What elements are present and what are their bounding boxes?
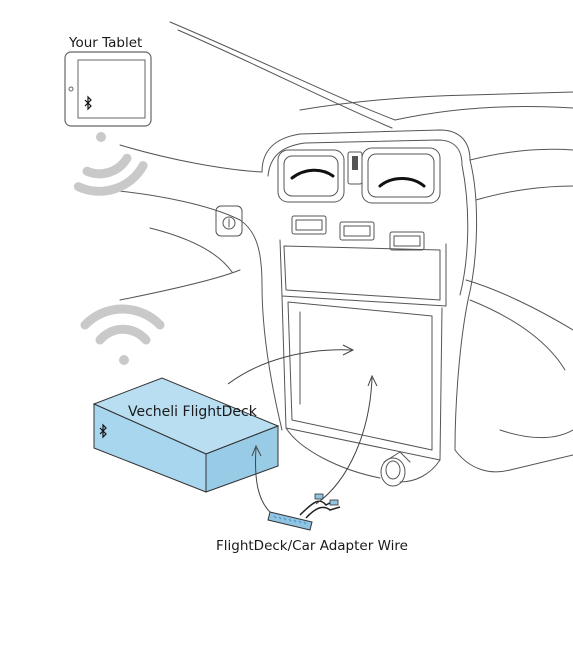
- connection-arrows: [227, 344, 378, 513]
- dashboard-line-art: [109, 21, 573, 487]
- wire-label: FlightDeck/Car Adapter Wire: [216, 538, 408, 554]
- tablet-label: Your Tablet: [69, 35, 143, 51]
- tablet: [64, 51, 152, 127]
- device-label: Vecheli FlightDeck: [128, 404, 257, 420]
- wireless-signal-icon: [73, 132, 148, 196]
- bluetooth-icon: [84, 95, 92, 111]
- bluetooth-icon: [99, 423, 107, 439]
- flightdeck-device: [92, 377, 280, 493]
- wireless-signal-icon: [80, 304, 165, 365]
- adapter-wire: [267, 493, 341, 531]
